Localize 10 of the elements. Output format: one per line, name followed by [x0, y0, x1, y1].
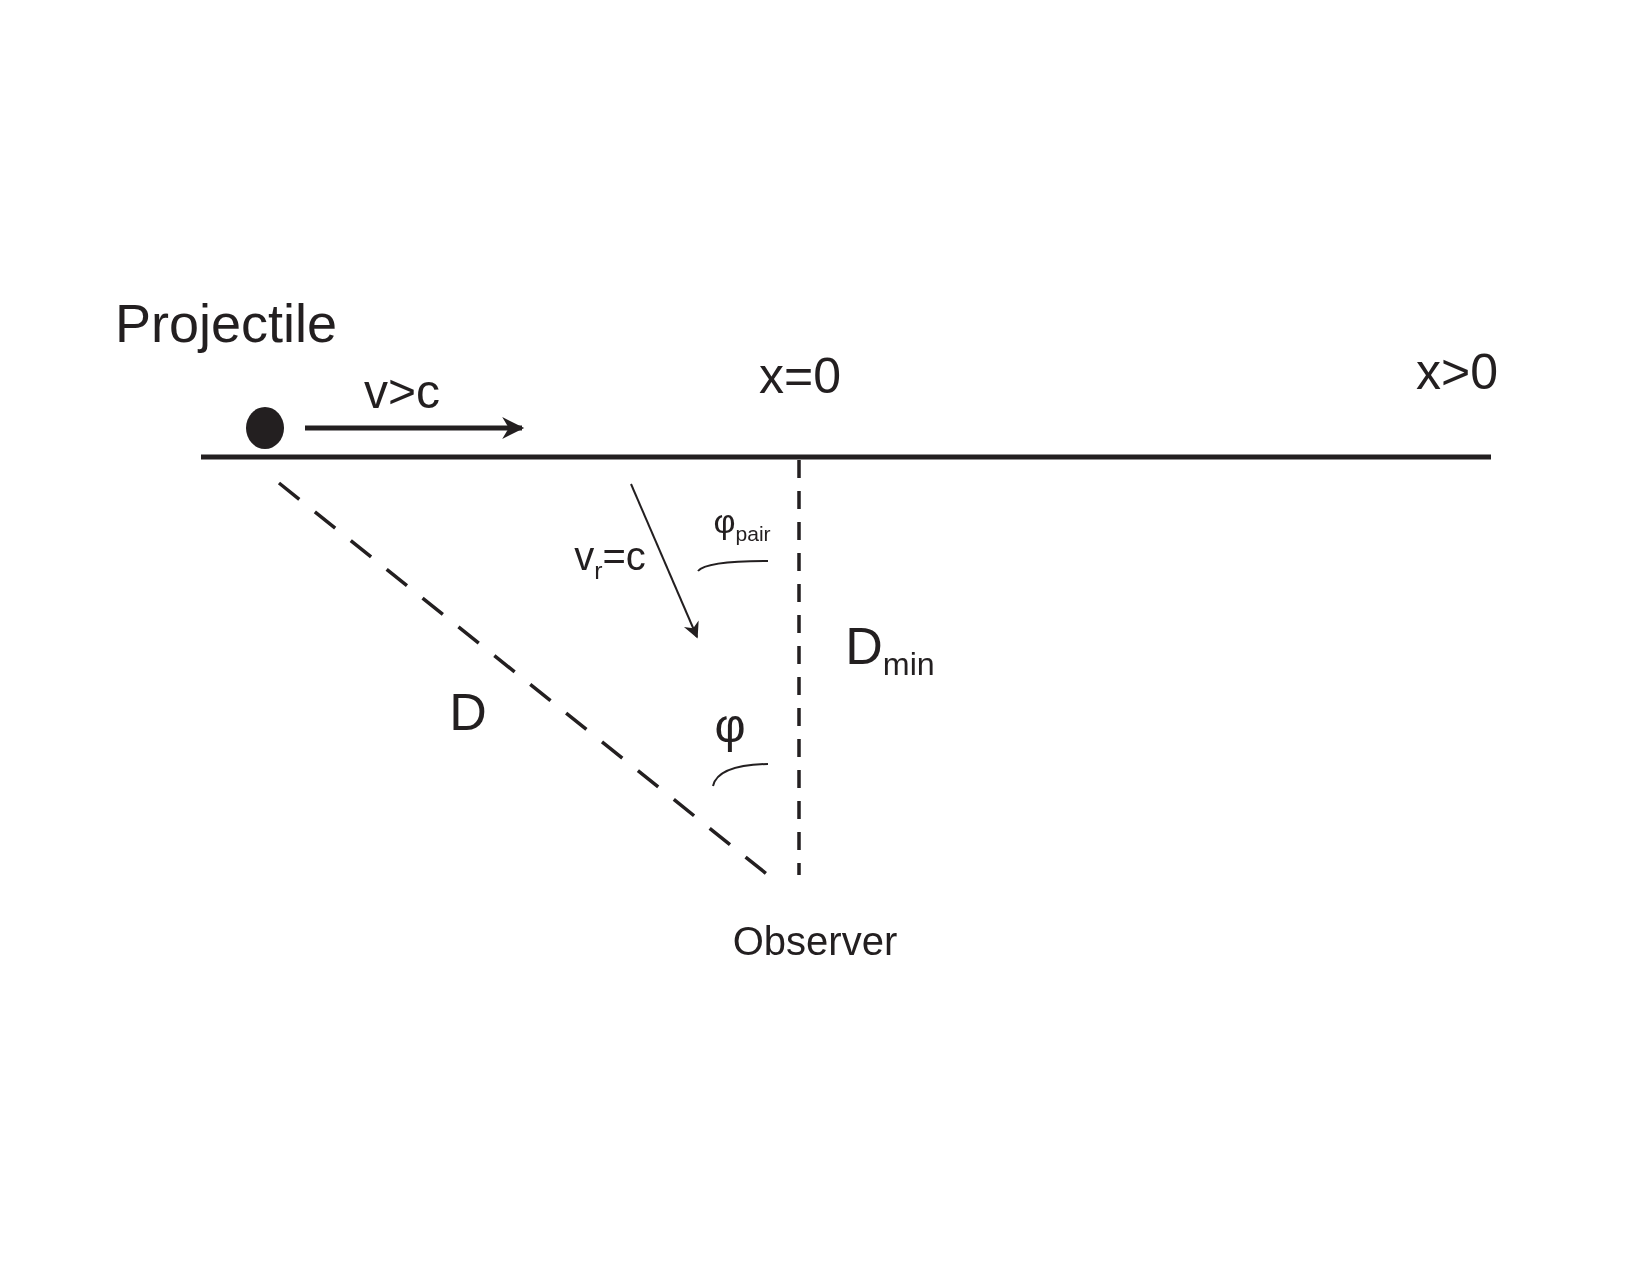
projectile-dot — [246, 407, 284, 449]
velocity-label: v>c — [364, 368, 440, 416]
velocity-label: v$_{r}$=c — [574, 536, 646, 584]
position-label: x>0 — [1416, 347, 1498, 397]
angle-label: φ$_{pair}$ — [713, 504, 771, 544]
angle-label: φ — [714, 702, 746, 750]
position-label: x=0 — [759, 351, 841, 401]
distance-label: D — [449, 686, 487, 738]
observer-label: Observer — [732, 921, 898, 961]
distance-label: D$_{min}$ — [845, 619, 935, 681]
